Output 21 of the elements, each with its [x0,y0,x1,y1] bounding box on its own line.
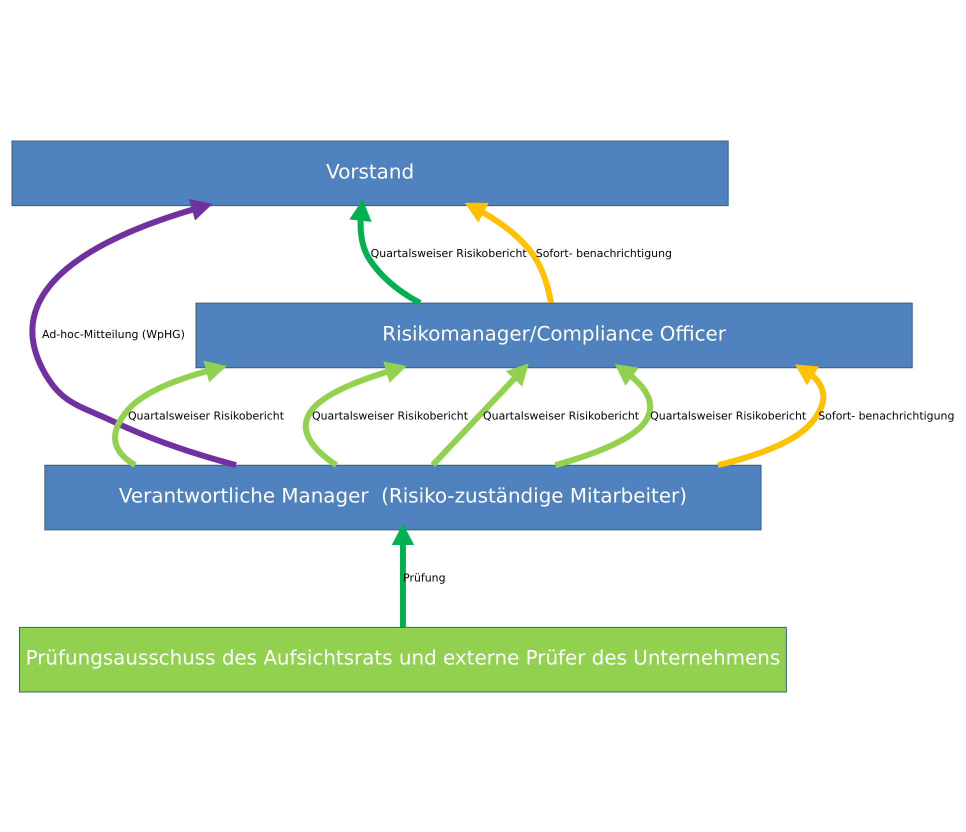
arrow [717,364,826,468]
arrow [464,202,554,303]
arrow [392,523,414,627]
arrow [430,362,529,466]
arrow [112,360,227,468]
edge-label: Quartalsweiser Risikobericht [312,408,468,422]
node-box: Risikomanager/Compliance Officer [196,302,913,368]
node-box: Vorstand [12,140,729,206]
edge-label: Sofort- benachrichtigung [818,408,954,422]
edge-label: Quartalsweiser Risikobericht [483,408,640,422]
arrow [302,360,407,468]
arrow [554,364,654,468]
edge-label: Ad-hoc-Mitteilung (WpHG) [42,328,185,341]
edge-label: Quartalsweiser Risikobericht [128,408,284,422]
edge-label: Quartalsweiser Risikobericht [650,408,806,422]
node-box: Verantwortliche Manager (Risiko-zuständige Mitarbeiter) [44,464,762,530]
edge-label: Quartalsweiser Risikobericht [370,246,527,260]
arrow [30,198,237,468]
edge-label: Sofort- benachrichtigung [536,246,672,260]
node-box: Prüfungsausschuss des Aufsichtsrats und externe Prüfer des Unternehmens [19,626,787,692]
arrow [349,198,422,306]
